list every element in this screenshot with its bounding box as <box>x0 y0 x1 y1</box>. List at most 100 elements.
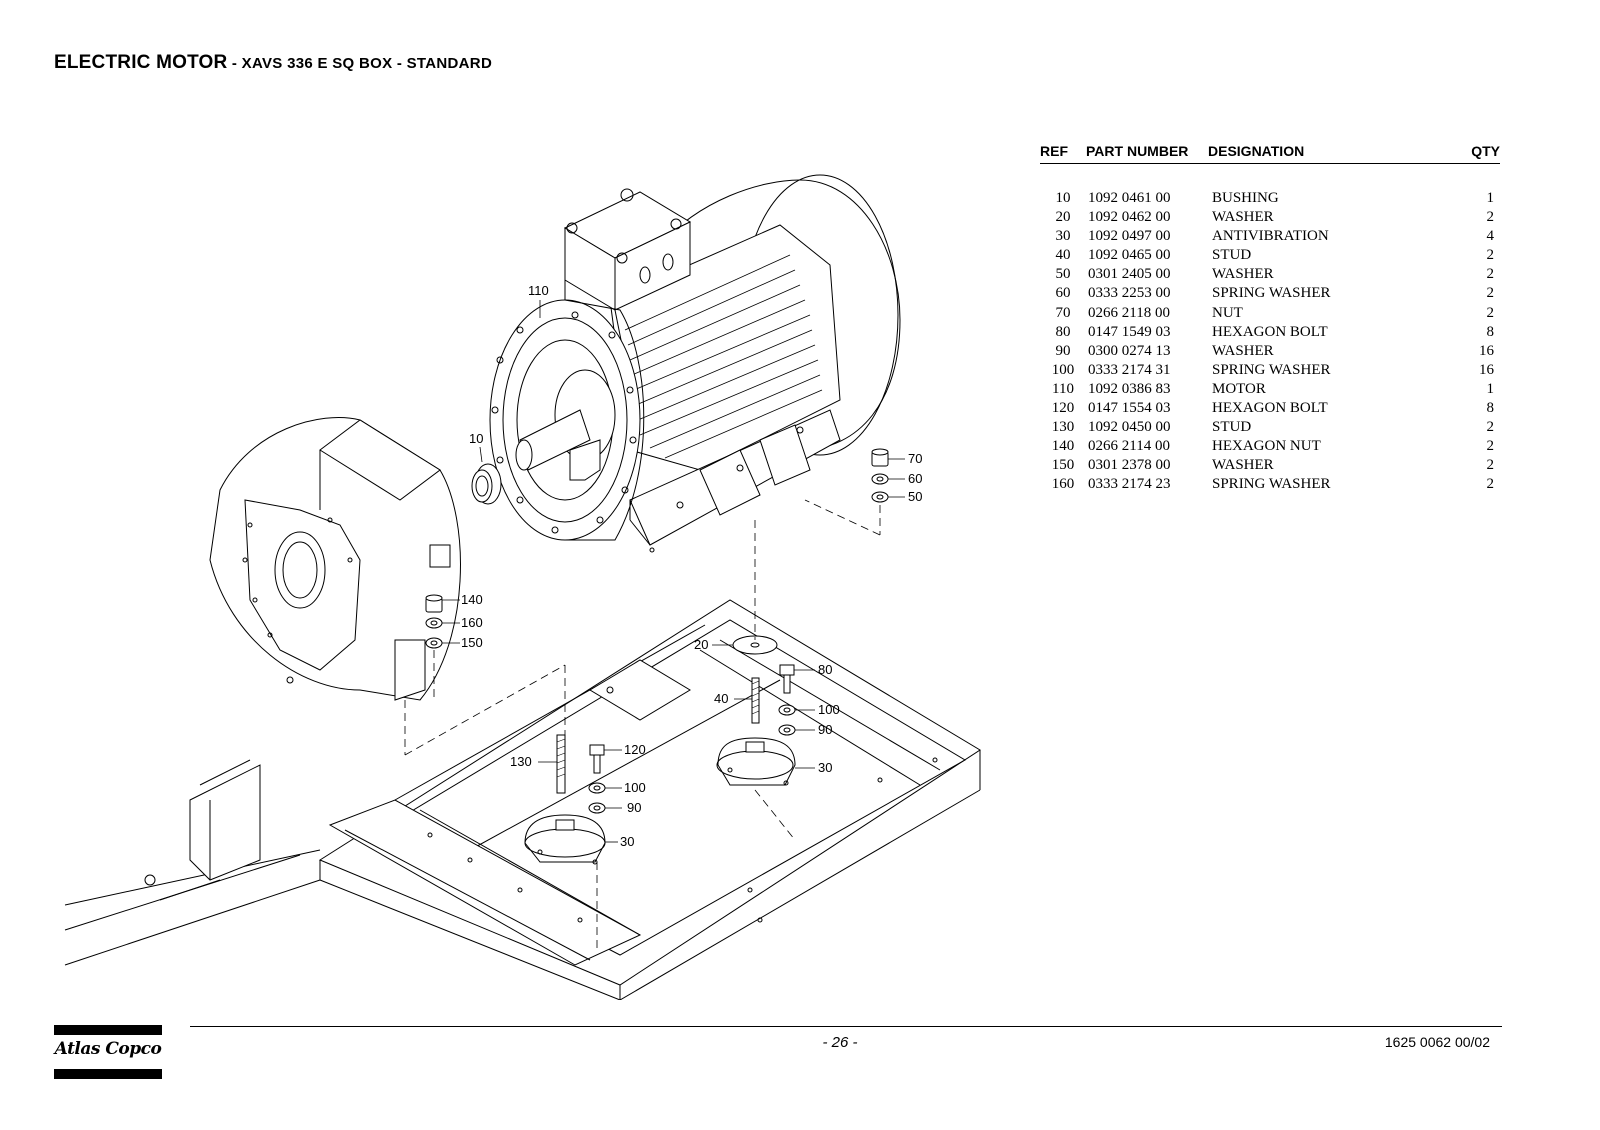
title-sub: - XAVS 336 E SQ BOX - STANDARD <box>227 55 493 72</box>
table-spacer <box>1040 164 1500 190</box>
cell-designation: STUD <box>1212 247 1252 264</box>
cell-qty: 16 <box>1479 342 1494 359</box>
left-fastener-stack <box>425 594 443 649</box>
document-number: 1625 0062 00/02 <box>1384 1034 1490 1050</box>
callout-50: 50 <box>908 489 922 504</box>
cell-part-number: 0333 2253 00 <box>1088 285 1171 302</box>
callout-30-right: 30 <box>818 760 832 775</box>
page-number: - 26 - <box>822 1034 858 1051</box>
title-main: ELECTRIC MOTOR <box>54 52 228 73</box>
cell-qty: 2 <box>1486 304 1495 321</box>
flywheel-housing <box>209 417 461 701</box>
cell-designation: WASHER <box>1212 209 1274 226</box>
parts-table-header: REF PART NUMBER DESIGNATION QTY <box>1040 140 1500 164</box>
cell-qty: 2 <box>1486 209 1495 226</box>
cell-qty: 2 <box>1486 247 1495 264</box>
callout-150: 150 <box>461 635 483 650</box>
cell-part-number: 1092 0497 00 <box>1088 228 1171 245</box>
callout-30-left: 30 <box>620 834 634 849</box>
cell-ref: 80 <box>1055 323 1071 340</box>
cell-qty: 1 <box>1486 380 1495 397</box>
callout-100-left: 100 <box>624 780 646 795</box>
callout-80: 80 <box>818 662 832 677</box>
table-row: 130 1092 0450 00 STUD 2 <box>1040 418 1500 437</box>
parts-list-table: REF PART NUMBER DESIGNATION QTY 10 1092 0… <box>1040 140 1500 495</box>
cell-ref: 130 <box>1051 419 1075 436</box>
cell-qty: 8 <box>1486 400 1495 417</box>
cell-ref: 20 <box>1055 209 1071 226</box>
footer-rule <box>190 1026 1502 1027</box>
cell-designation: WASHER <box>1212 457 1274 474</box>
cell-ref: 160 <box>1051 476 1075 493</box>
cell-qty: 2 <box>1486 285 1495 302</box>
table-row: 10 1092 0461 00 BUSHING 1 <box>1040 189 1500 208</box>
cell-designation: STUD <box>1212 419 1252 436</box>
callout-140: 140 <box>461 592 483 607</box>
cell-qty: 2 <box>1486 419 1495 436</box>
table-row: 90 0300 0274 13 WASHER 16 <box>1040 342 1500 361</box>
cell-part-number: 1092 0461 00 <box>1088 190 1171 206</box>
right-fastener-stack <box>871 448 889 503</box>
cell-ref: 150 <box>1051 457 1075 474</box>
left-antivibration-mount <box>524 734 606 865</box>
cell-part-number: 0147 1549 03 <box>1088 323 1171 340</box>
cell-designation: NUT <box>1212 304 1243 321</box>
cell-designation: HEXAGON BOLT <box>1212 323 1328 340</box>
callout-labels: 110 10 70 60 50 140 160 150 20 80 40 100… <box>442 283 922 849</box>
base-frame <box>64 599 981 1000</box>
cell-designation: BUSHING <box>1212 190 1279 206</box>
cell-ref: 30 <box>1055 228 1071 245</box>
cell-qty: 2 <box>1486 438 1495 455</box>
column-header-designation: DESIGNATION <box>1208 140 1445 164</box>
cell-part-number: 1092 0465 00 <box>1088 247 1171 264</box>
cell-designation: WASHER <box>1212 342 1274 359</box>
cell-designation: SPRING WASHER <box>1212 476 1331 493</box>
cell-qty: 1 <box>1486 190 1495 206</box>
cell-part-number: 0266 2118 00 <box>1088 304 1170 321</box>
cell-designation: WASHER <box>1212 266 1274 283</box>
callout-60: 60 <box>908 471 922 486</box>
cell-designation: ANTIVIBRATION <box>1212 228 1329 245</box>
column-header-qty: QTY <box>1444 140 1500 164</box>
cell-part-number: 0333 2174 23 <box>1088 476 1171 493</box>
cell-part-number: 1092 0462 00 <box>1088 209 1171 226</box>
callout-110: 110 <box>528 283 549 298</box>
bushing-part <box>471 463 502 505</box>
cell-ref: 120 <box>1051 400 1075 417</box>
cell-part-number: 0300 0274 13 <box>1088 342 1171 359</box>
callout-120: 120 <box>624 742 646 757</box>
cell-designation: MOTOR <box>1212 380 1266 397</box>
cell-part-number: 1092 0450 00 <box>1088 419 1171 436</box>
table-row: 150 0301 2378 00 WASHER 2 <box>1040 456 1500 475</box>
cell-part-number: 0333 2174 31 <box>1088 361 1171 378</box>
cell-qty: 2 <box>1486 457 1495 474</box>
column-header-part-number: PART NUMBER <box>1086 140 1208 164</box>
cell-ref: 90 <box>1055 342 1071 359</box>
right-antivibration-mount <box>716 635 796 786</box>
cell-part-number: 0301 2378 00 <box>1088 457 1171 474</box>
atlas-copco-logo: Atlas Copco <box>54 1025 164 1079</box>
callout-160: 160 <box>461 615 483 630</box>
table-row: 20 1092 0462 00 WASHER 2 <box>1040 208 1500 227</box>
cell-qty: 16 <box>1479 361 1494 378</box>
callout-10: 10 <box>469 431 483 446</box>
logo-bar-top <box>54 1025 162 1035</box>
assembly-centerlines <box>404 499 881 950</box>
cell-ref: 10 <box>1055 190 1071 206</box>
cell-part-number: 0301 2405 00 <box>1088 266 1171 283</box>
cell-qty: 8 <box>1486 323 1495 340</box>
callout-130: 130 <box>510 754 532 769</box>
logo-wordmark: Atlas Copco <box>54 1039 162 1059</box>
callout-100-right: 100 <box>818 702 840 717</box>
cell-qty: 4 <box>1486 228 1495 245</box>
cell-ref: 110 <box>1052 380 1074 397</box>
cell-designation: SPRING WASHER <box>1212 361 1331 378</box>
cell-ref: 60 <box>1055 285 1071 302</box>
callout-40: 40 <box>714 691 728 706</box>
